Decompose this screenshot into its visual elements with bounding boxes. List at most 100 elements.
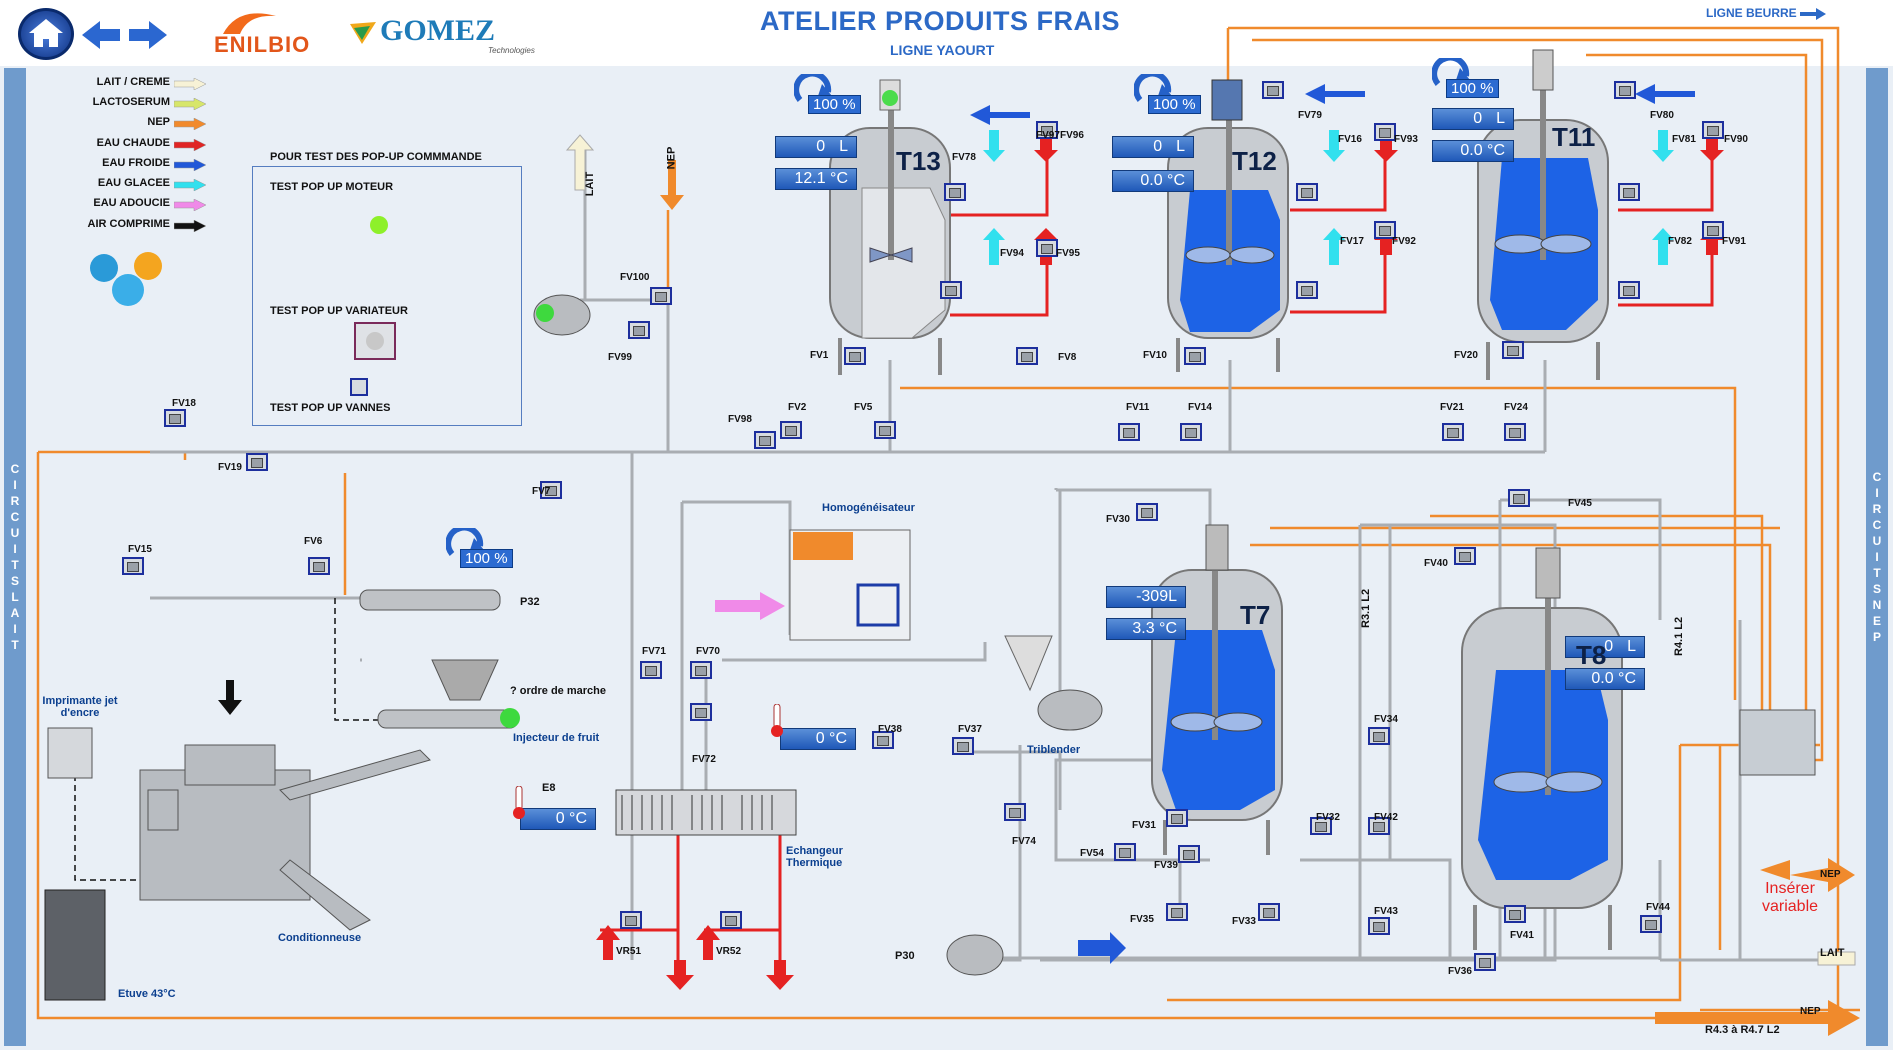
valve-fv6[interactable] (308, 557, 330, 575)
valve-fv54[interactable] (1114, 843, 1136, 861)
valve-label: FV40 (1424, 558, 1448, 569)
speed-indicator[interactable]: 100 % (794, 74, 861, 114)
valve-fv30[interactable] (1136, 503, 1158, 521)
valve-fv10[interactable] (1184, 347, 1206, 365)
valve-fv24[interactable] (1504, 423, 1526, 441)
valve-fv32[interactable] (1310, 817, 1332, 835)
test-motor-indicator[interactable] (370, 216, 388, 234)
valve-fv91[interactable] (1702, 221, 1724, 239)
valve-fv18[interactable] (164, 409, 186, 427)
valve-fv94[interactable] (940, 281, 962, 299)
gomez-logo: GOMEZ Technologies (348, 14, 538, 58)
valve-fv42[interactable] (1368, 817, 1390, 835)
valve-label: FV33 (1232, 916, 1256, 927)
valve-fv21[interactable] (1442, 423, 1464, 441)
label-nep-bottom: NEP (1800, 1006, 1821, 1017)
tank-name[interactable]: T13 (896, 146, 941, 176)
valve-fv44[interactable] (1640, 915, 1662, 933)
tank-name[interactable]: T8 (1576, 640, 1607, 670)
valve-fv81[interactable] (1618, 183, 1640, 201)
valve-fv45[interactable] (1508, 489, 1530, 507)
valve-fv79[interactable] (1262, 81, 1284, 99)
test-variator-button[interactable] (354, 322, 396, 360)
valve-fv2[interactable] (780, 421, 802, 439)
value-display: 3.3 °C (1106, 618, 1186, 640)
valve-fv72[interactable] (690, 703, 712, 721)
e8-temp-display: 0 °C (520, 808, 596, 830)
valve-vr52[interactable] (720, 911, 742, 929)
speed-indicator[interactable]: 100 % (1134, 74, 1201, 114)
valve-fv14[interactable] (1180, 423, 1202, 441)
valve-fv17[interactable] (1296, 281, 1318, 299)
valve-fv35[interactable] (1166, 903, 1188, 921)
valve-fv97[interactable] (1036, 121, 1058, 139)
valve-fv20[interactable] (1502, 341, 1524, 359)
valve-fv5[interactable] (874, 421, 896, 439)
valve-vr51[interactable] (620, 911, 642, 929)
level-unit: L (1496, 110, 1505, 127)
legend-arrow-icon (174, 78, 206, 90)
valve-fv43[interactable] (1368, 917, 1390, 935)
valve-fv34[interactable] (1368, 727, 1390, 745)
valve-fv93[interactable] (1374, 123, 1396, 141)
label-injecteur: Injecteur de fruit (513, 732, 600, 744)
page-title: ATELIER PRODUITS FRAIS (760, 6, 1121, 36)
valve-label: FV54 (1080, 848, 1104, 859)
tank-name[interactable]: T7 (1240, 600, 1271, 630)
valve-fv78[interactable] (944, 183, 966, 201)
arrow-left-icon[interactable] (80, 18, 122, 52)
valve-fv31[interactable] (1166, 809, 1188, 827)
valve-fv95[interactable] (1036, 239, 1058, 257)
sidebar-letter: L (11, 590, 19, 604)
valve-fv71[interactable] (640, 661, 662, 679)
valve-fv8[interactable] (1016, 347, 1038, 365)
valve-fv40[interactable] (1454, 547, 1476, 565)
valve-fv100[interactable] (650, 287, 672, 305)
valve-label: FV7 (532, 486, 551, 497)
valve-fv37[interactable] (952, 737, 974, 755)
valve-fv92[interactable] (1374, 221, 1396, 239)
valve-fv36[interactable] (1474, 953, 1496, 971)
arrow-right-icon[interactable] (127, 18, 169, 52)
valve-label: FV42 (1374, 812, 1398, 823)
sidebar-letter: N (1872, 598, 1882, 612)
valve-fv90[interactable] (1702, 121, 1724, 139)
tank-name[interactable]: T11 (1552, 122, 1596, 152)
speed-indicator[interactable]: 100 % (446, 528, 513, 568)
valve-label: FV92 (1392, 236, 1416, 247)
valve-label: FV5 (854, 402, 873, 413)
valve-fv16[interactable] (1296, 183, 1318, 201)
home-button[interactable] (18, 8, 74, 60)
valve-fv11[interactable] (1118, 423, 1140, 441)
valve-fv38[interactable] (872, 731, 894, 749)
valve-fv41[interactable] (1504, 905, 1526, 923)
tank-name[interactable]: T12 (1232, 146, 1277, 176)
valve-fv1[interactable] (844, 347, 866, 365)
ligne-beurre-link[interactable]: LIGNE BEURRE (1706, 6, 1827, 20)
speed-value: 100 % (1446, 79, 1499, 98)
valve-fv33[interactable] (1258, 903, 1280, 921)
gomez-text: GOMEZ (380, 14, 496, 47)
valve-fv19[interactable] (246, 453, 268, 471)
legend-label: NEP (147, 116, 170, 128)
valve-label: FV8 (1058, 352, 1077, 363)
sidebar-letter: E (1872, 614, 1881, 628)
speed-indicator[interactable]: 100 % (1432, 58, 1499, 98)
valve-fv70[interactable] (690, 661, 712, 679)
valve-fv99[interactable] (628, 321, 650, 339)
label-etuve: Etuve 43°C (118, 988, 176, 1000)
valve-fv82[interactable] (1618, 281, 1640, 299)
valve-fv39[interactable] (1178, 845, 1200, 863)
valve-fv80[interactable] (1614, 81, 1636, 99)
valve-fv98[interactable] (754, 431, 776, 449)
valve-fv7[interactable] (540, 481, 562, 499)
tank-T8-vessel (1461, 547, 1623, 909)
test-valve-button[interactable] (350, 378, 368, 396)
thermometer-icon (771, 704, 783, 737)
valve-fv15[interactable] (122, 557, 144, 575)
valve-fv74[interactable] (1004, 803, 1026, 821)
